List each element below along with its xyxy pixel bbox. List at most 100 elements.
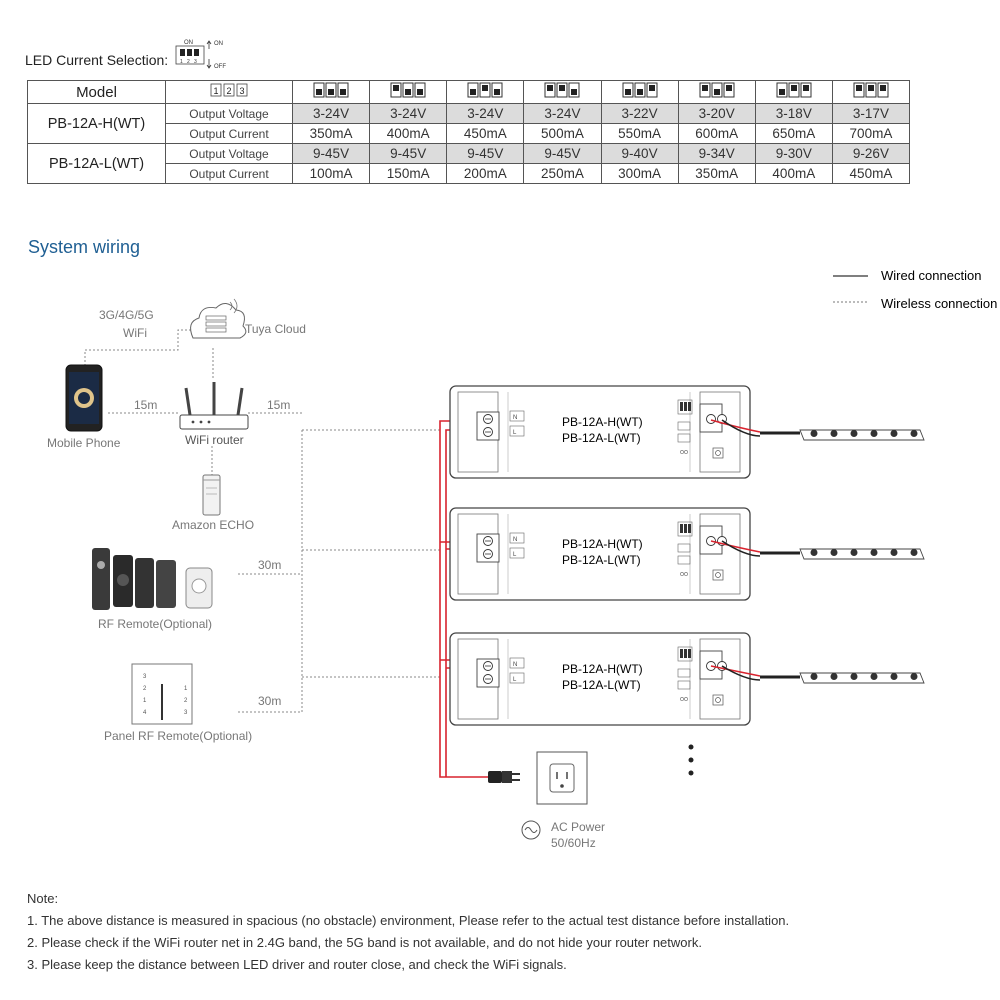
table-cell: 100mA	[291, 163, 371, 184]
table-cell: 9-34V	[677, 143, 756, 164]
table-cell: 9-45V	[369, 143, 448, 164]
dip-switch-off	[571, 89, 578, 95]
dip-switch-off	[417, 89, 424, 95]
distance-panel-remote: 30m	[258, 694, 281, 708]
table-cell: 350mA	[291, 123, 371, 144]
dip-switch-on	[802, 85, 809, 91]
table-cell: 9-26V	[831, 143, 911, 164]
cloud-icon	[190, 298, 247, 339]
wireless-connections	[84, 329, 440, 713]
wifi-label: WiFi	[123, 326, 147, 340]
led-strip-2	[799, 548, 925, 560]
table-cell: 450mA	[831, 163, 911, 184]
dip-state-5	[600, 80, 679, 104]
distance-rf-remote: 30m	[258, 558, 281, 572]
distance-phone-router: 15m	[134, 398, 157, 412]
driver-model-h: PB-12A-H(WT)	[562, 537, 643, 551]
led-driver-3: N L PB-12A-H(WT) PB-12A-L(WT)	[449, 632, 751, 726]
dip-legend-on-top: ON	[184, 40, 193, 46]
dip-state-8	[831, 80, 911, 104]
terminal-n-label: N	[513, 537, 517, 543]
table-cell: 700mA	[831, 123, 911, 144]
dip-switch-off	[470, 89, 477, 95]
table-cell: 450mA	[446, 123, 525, 144]
svg-text:2: 2	[184, 698, 188, 704]
driver-model-l: PB-12A-L(WT)	[562, 678, 641, 692]
rf-remote-label: RF Remote(Optional)	[98, 617, 212, 631]
more-drivers-dots	[688, 744, 694, 776]
svg-text:1: 1	[184, 686, 188, 692]
dip-state-1	[291, 80, 371, 104]
table-cell: 3-18V	[754, 103, 833, 124]
model-header: Model	[27, 80, 166, 104]
amazon-echo-icon	[202, 474, 221, 516]
dip-switch-legend: ON 1 2 3 ON OFF	[175, 40, 226, 70]
dip-header-icon: 1 2 3	[210, 82, 248, 102]
table-cell: 200mA	[446, 163, 525, 184]
table-cell: 9-30V	[754, 143, 833, 164]
dip-legend-num-3: 3	[194, 59, 197, 65]
table-cell: 650mA	[754, 123, 833, 144]
svg-text:3: 3	[184, 710, 188, 716]
ac-power-icon	[521, 820, 541, 840]
dip-switch-off	[778, 89, 785, 95]
dip-legend-on: ON	[214, 41, 223, 47]
led-driver-2: N L PB-12A-H(WT) PB-12A-L(WT)	[449, 507, 751, 601]
table-cell: 3-24V	[523, 103, 602, 124]
dip-header-num-2: 2	[227, 86, 232, 96]
table-header-row: Model 1 2 3	[27, 80, 911, 104]
dip-state-4	[523, 80, 602, 104]
dip-switch-on	[648, 85, 655, 91]
terminal-l-label: L	[513, 677, 517, 683]
dip-legend-num-2: 2	[187, 59, 190, 65]
ac-plug-icon	[488, 771, 520, 783]
led-strip-1	[799, 429, 925, 441]
dip-switch-off	[405, 89, 412, 95]
dip-switch-on	[701, 85, 708, 91]
dip-state-3	[446, 80, 525, 104]
table-cell: 3-20V	[677, 103, 756, 124]
panel-remote-label: Panel RF Remote(Optional)	[104, 729, 252, 743]
table-cell: 400mA	[369, 123, 448, 144]
led-driver-1: N L PB-12A-H(WT) PB-12A-L(WT)	[449, 385, 751, 479]
wifi-router-label: WiFi router	[185, 433, 244, 447]
wiring-diagram: Wired connection Wireless connection Tuy…	[47, 268, 997, 850]
wifi-router-icon	[179, 382, 249, 430]
table-cell: 3-24V	[446, 103, 525, 124]
dip-switch-off	[636, 89, 643, 95]
dip-state-6	[677, 80, 756, 104]
led-strip-3	[799, 672, 925, 684]
table-cell: 550mA	[600, 123, 679, 144]
dip-state-2	[369, 80, 448, 104]
led-current-selection-label: LED Current Selection:	[25, 52, 169, 68]
dip-legend-num-1: 1	[180, 59, 183, 65]
driver-model-l: PB-12A-L(WT)	[562, 431, 641, 445]
wall-outlet-icon	[536, 751, 588, 805]
wireless-legend-text: Wireless connection	[881, 296, 997, 311]
model-name-l: PB-12A-L(WT)	[27, 143, 166, 184]
distance-router-driver: 15m	[267, 398, 290, 412]
notes-title: Note:	[27, 891, 59, 906]
note-item: 1. The above distance is measured in spa…	[27, 913, 790, 928]
dip-switch-on	[879, 85, 886, 91]
wired-legend-text: Wired connection	[881, 268, 981, 283]
terminal-n-label: N	[513, 662, 517, 668]
panel-remote-icon: 3 2 1 4 1 2 3	[131, 663, 193, 725]
dip-header-num-3: 3	[240, 86, 245, 96]
table-cell: 9-45V	[291, 143, 371, 164]
param-label: Output Voltage	[165, 103, 293, 124]
mobile-phone-label: Mobile Phone	[47, 436, 121, 450]
dip-switch-off	[316, 89, 323, 95]
dip-switch-on	[559, 85, 566, 91]
table-cell: 9-40V	[600, 143, 679, 164]
model-name-h: PB-12A-H(WT)	[27, 103, 166, 144]
param-label: Output Voltage	[165, 143, 293, 164]
led-output-wires	[710, 419, 800, 681]
table-cell: 9-45V	[523, 143, 602, 164]
terminal-l-label: L	[513, 430, 517, 436]
param-label: Output Current	[165, 163, 293, 184]
rf-remote-icon	[92, 548, 213, 610]
table-cell: 150mA	[369, 163, 448, 184]
driver-model-l: PB-12A-L(WT)	[562, 553, 641, 567]
dip-header-num-1: 1	[214, 86, 219, 96]
